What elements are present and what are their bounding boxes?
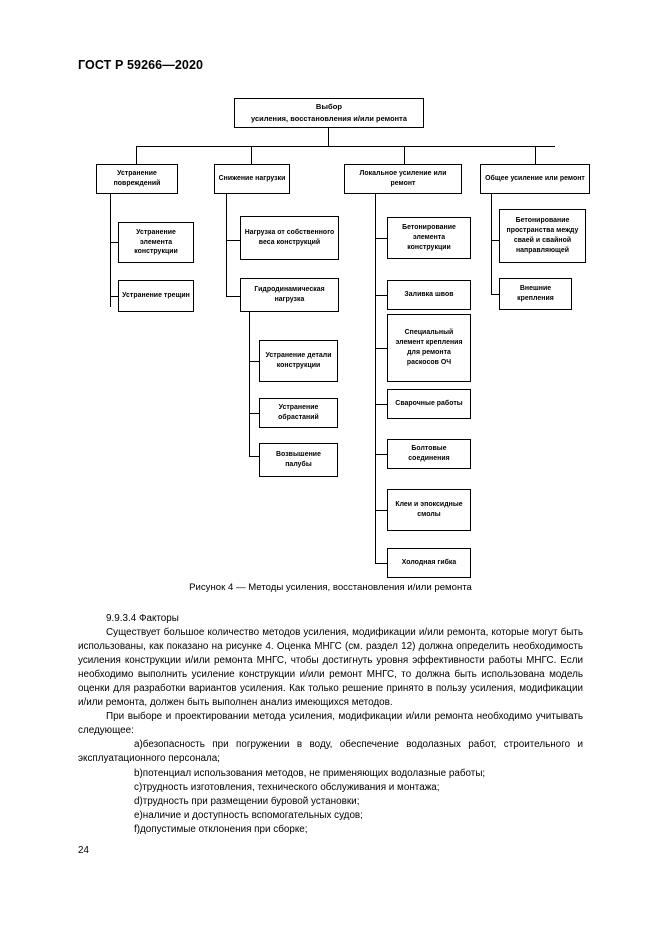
- list-item-marker: e): [134, 809, 143, 821]
- list-item-text: потенциал использования методов, не прим…: [142, 767, 486, 779]
- connector-c-spine: [375, 194, 377, 564]
- list-item: a)безопасность при погружении в воду, об…: [78, 738, 583, 766]
- node-root-title: Выбор: [315, 101, 343, 111]
- connector-d-spine: [491, 194, 493, 295]
- connector-c2: [375, 295, 387, 297]
- connector-d1: [491, 240, 499, 242]
- figure-caption: Рисунок 4 — Методы усиления, восстановле…: [189, 582, 472, 593]
- connector-drop-l1c: [404, 146, 406, 164]
- connector-b2-spine: [249, 312, 251, 457]
- list-item: f)допустимые отклонения при сборке;: [78, 823, 583, 837]
- node-a1: Устранение элемента конструкции: [118, 222, 194, 263]
- list-item-text: допустимые отклонения при сборке;: [140, 823, 308, 835]
- node-c7: Холодная гибка: [387, 548, 471, 578]
- connector-drop-l1a: [136, 146, 138, 164]
- list-item-marker: c): [134, 781, 143, 793]
- list-item: c)трудность изготовления, технического о…: [78, 781, 583, 795]
- node-b1: Нагрузка от собственного веса конструкци…: [240, 216, 339, 260]
- connector-c1: [375, 238, 387, 240]
- list-item-text: трудность изготовления, технического обс…: [142, 781, 440, 793]
- page-number: 24: [78, 845, 89, 856]
- list-item-marker: b): [134, 767, 143, 779]
- node-l1-c: Локальное усиление или ремонт: [344, 164, 462, 194]
- connector-a1: [110, 242, 118, 244]
- node-b2: Гидродинамическая нагрузка: [240, 278, 339, 312]
- connector-a2: [110, 296, 118, 298]
- node-b2-3: Возвышение палубы: [259, 443, 338, 477]
- connector-b1: [226, 240, 240, 242]
- node-root: Выбор усиления, восстановления и/или рем…: [234, 98, 424, 128]
- list-item-marker: f): [134, 823, 141, 835]
- node-l1-d: Общее усиление или ремонт: [480, 164, 590, 194]
- paragraph-2: При выборе и проектировании метода усиле…: [78, 711, 583, 737]
- list-item-text: безопасность при погружении в воду, обес…: [78, 739, 583, 765]
- node-root-subtitle: усиления, восстановления и/или ремонта: [251, 113, 407, 123]
- node-c4: Сварочные работы: [387, 389, 471, 419]
- node-l1-b: Снижение нагрузки: [214, 164, 290, 194]
- connector-b2-3: [249, 456, 259, 458]
- connector-b2-2: [249, 413, 259, 415]
- node-d1: Бетонирование пространства между сваей и…: [499, 209, 586, 263]
- connector-b2: [226, 296, 240, 298]
- list-item: e)наличие и доступность вспомогательных …: [78, 809, 583, 823]
- section-heading: 9.9.3.4 Факторы: [106, 613, 179, 624]
- connector-drop-l1b: [251, 146, 253, 164]
- node-a2: Устранение трещин: [118, 280, 194, 312]
- list-item: b)потенциал использования методов, не пр…: [78, 767, 583, 781]
- node-c2: Заливка швов: [387, 280, 471, 310]
- connector-b2-1: [249, 361, 259, 363]
- connector-drop-l1d: [535, 146, 537, 164]
- body-text: 9.9.3.4 Факторы Существует большое колич…: [78, 612, 583, 837]
- list-item-text: наличие и доступность вспомогательных су…: [142, 809, 363, 821]
- document-header: ГОСТ Р 59266—2020: [78, 58, 204, 72]
- connector-root-stem: [328, 128, 330, 147]
- connector-a-spine: [110, 194, 112, 307]
- node-d2: Внешние крепления: [499, 278, 572, 310]
- connector-c6: [375, 510, 387, 512]
- node-c3: Специальный элемент крепления для ремонт…: [387, 314, 471, 382]
- connector-d2: [491, 294, 499, 296]
- connector-level1-bus: [136, 146, 555, 148]
- list-item-marker: d): [134, 795, 143, 807]
- list-item-text: трудность при размещении буровой установ…: [142, 795, 360, 807]
- connector-b-spine: [226, 194, 228, 297]
- node-c1: Бетонирование элемента конструкции: [387, 217, 471, 259]
- connector-c5: [375, 454, 387, 456]
- connector-c4: [375, 404, 387, 406]
- node-l1-a: Устранение повреждений: [96, 164, 178, 194]
- list-item: d)трудность при размещении буровой устан…: [78, 795, 583, 809]
- node-b2-1: Устранение детали конструкции: [259, 340, 338, 382]
- figure-flowchart: Выбор усиления, восстановления и/или рем…: [96, 98, 590, 578]
- node-c6: Клеи и эпоксидные смолы: [387, 489, 471, 531]
- connector-c3: [375, 348, 387, 350]
- connector-c7: [375, 563, 387, 565]
- list-item-marker: a): [134, 739, 143, 751]
- node-c5: Болтовые соединения: [387, 439, 471, 469]
- node-b2-2: Устранение обрастаний: [259, 398, 338, 428]
- paragraph-1: Существует большое количество методов ус…: [78, 627, 583, 709]
